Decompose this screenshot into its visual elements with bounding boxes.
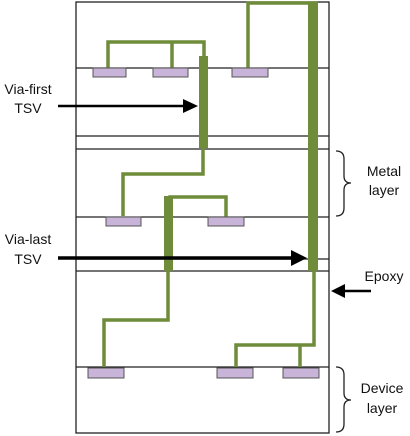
pad: [207, 216, 245, 227]
pad: [92, 67, 127, 78]
metal-layer-label-line2: layer: [369, 182, 400, 198]
via-first-tsv-bar: [199, 56, 208, 148]
tier2-left-wire: [121, 145, 205, 216]
via-first-arrow-head: [183, 99, 198, 113]
device-layer-label-line1: Device: [361, 380, 404, 396]
pad: [231, 67, 269, 78]
pad: [87, 367, 125, 379]
metal-layer-label-line1: Metal: [367, 163, 401, 179]
pad: [105, 216, 142, 227]
epoxy-arrow-head: [331, 284, 345, 298]
via-first-label-line1: Via-first: [4, 81, 51, 97]
via-last-label-line2: TSV: [14, 251, 42, 267]
tsv-bars: [164, 3, 318, 271]
device-layer-brace: [335, 366, 352, 433]
via-last-label-line1: Via-last: [5, 231, 52, 247]
via-last-tsv-bar: [308, 3, 318, 271]
tier1-left-wire: [106, 40, 206, 68]
interconnect-wiring: [102, 1, 318, 367]
via-first-label-line2: TSV: [14, 100, 42, 116]
device-pads: [87, 67, 320, 379]
tier2-tsv-bar: [164, 196, 173, 271]
pad: [216, 367, 254, 379]
device-layer-label-line2: layer: [367, 400, 398, 416]
pointer-arrows: [58, 99, 371, 298]
tier3-right-wire: [234, 268, 316, 367]
pad: [282, 367, 320, 379]
tier2-right-wire: [168, 195, 228, 217]
epoxy-label: Epoxy: [365, 268, 404, 284]
via-last-arrow-head: [291, 250, 307, 266]
tier1-right-wire: [246, 1, 318, 68]
text-labels: Via-first TSV Via-last TSV Metal layer E…: [4, 81, 403, 416]
pad: [152, 67, 189, 78]
tier3-left-wire: [102, 268, 170, 367]
metal-layer-brace: [335, 150, 352, 217]
braces: [335, 150, 352, 433]
